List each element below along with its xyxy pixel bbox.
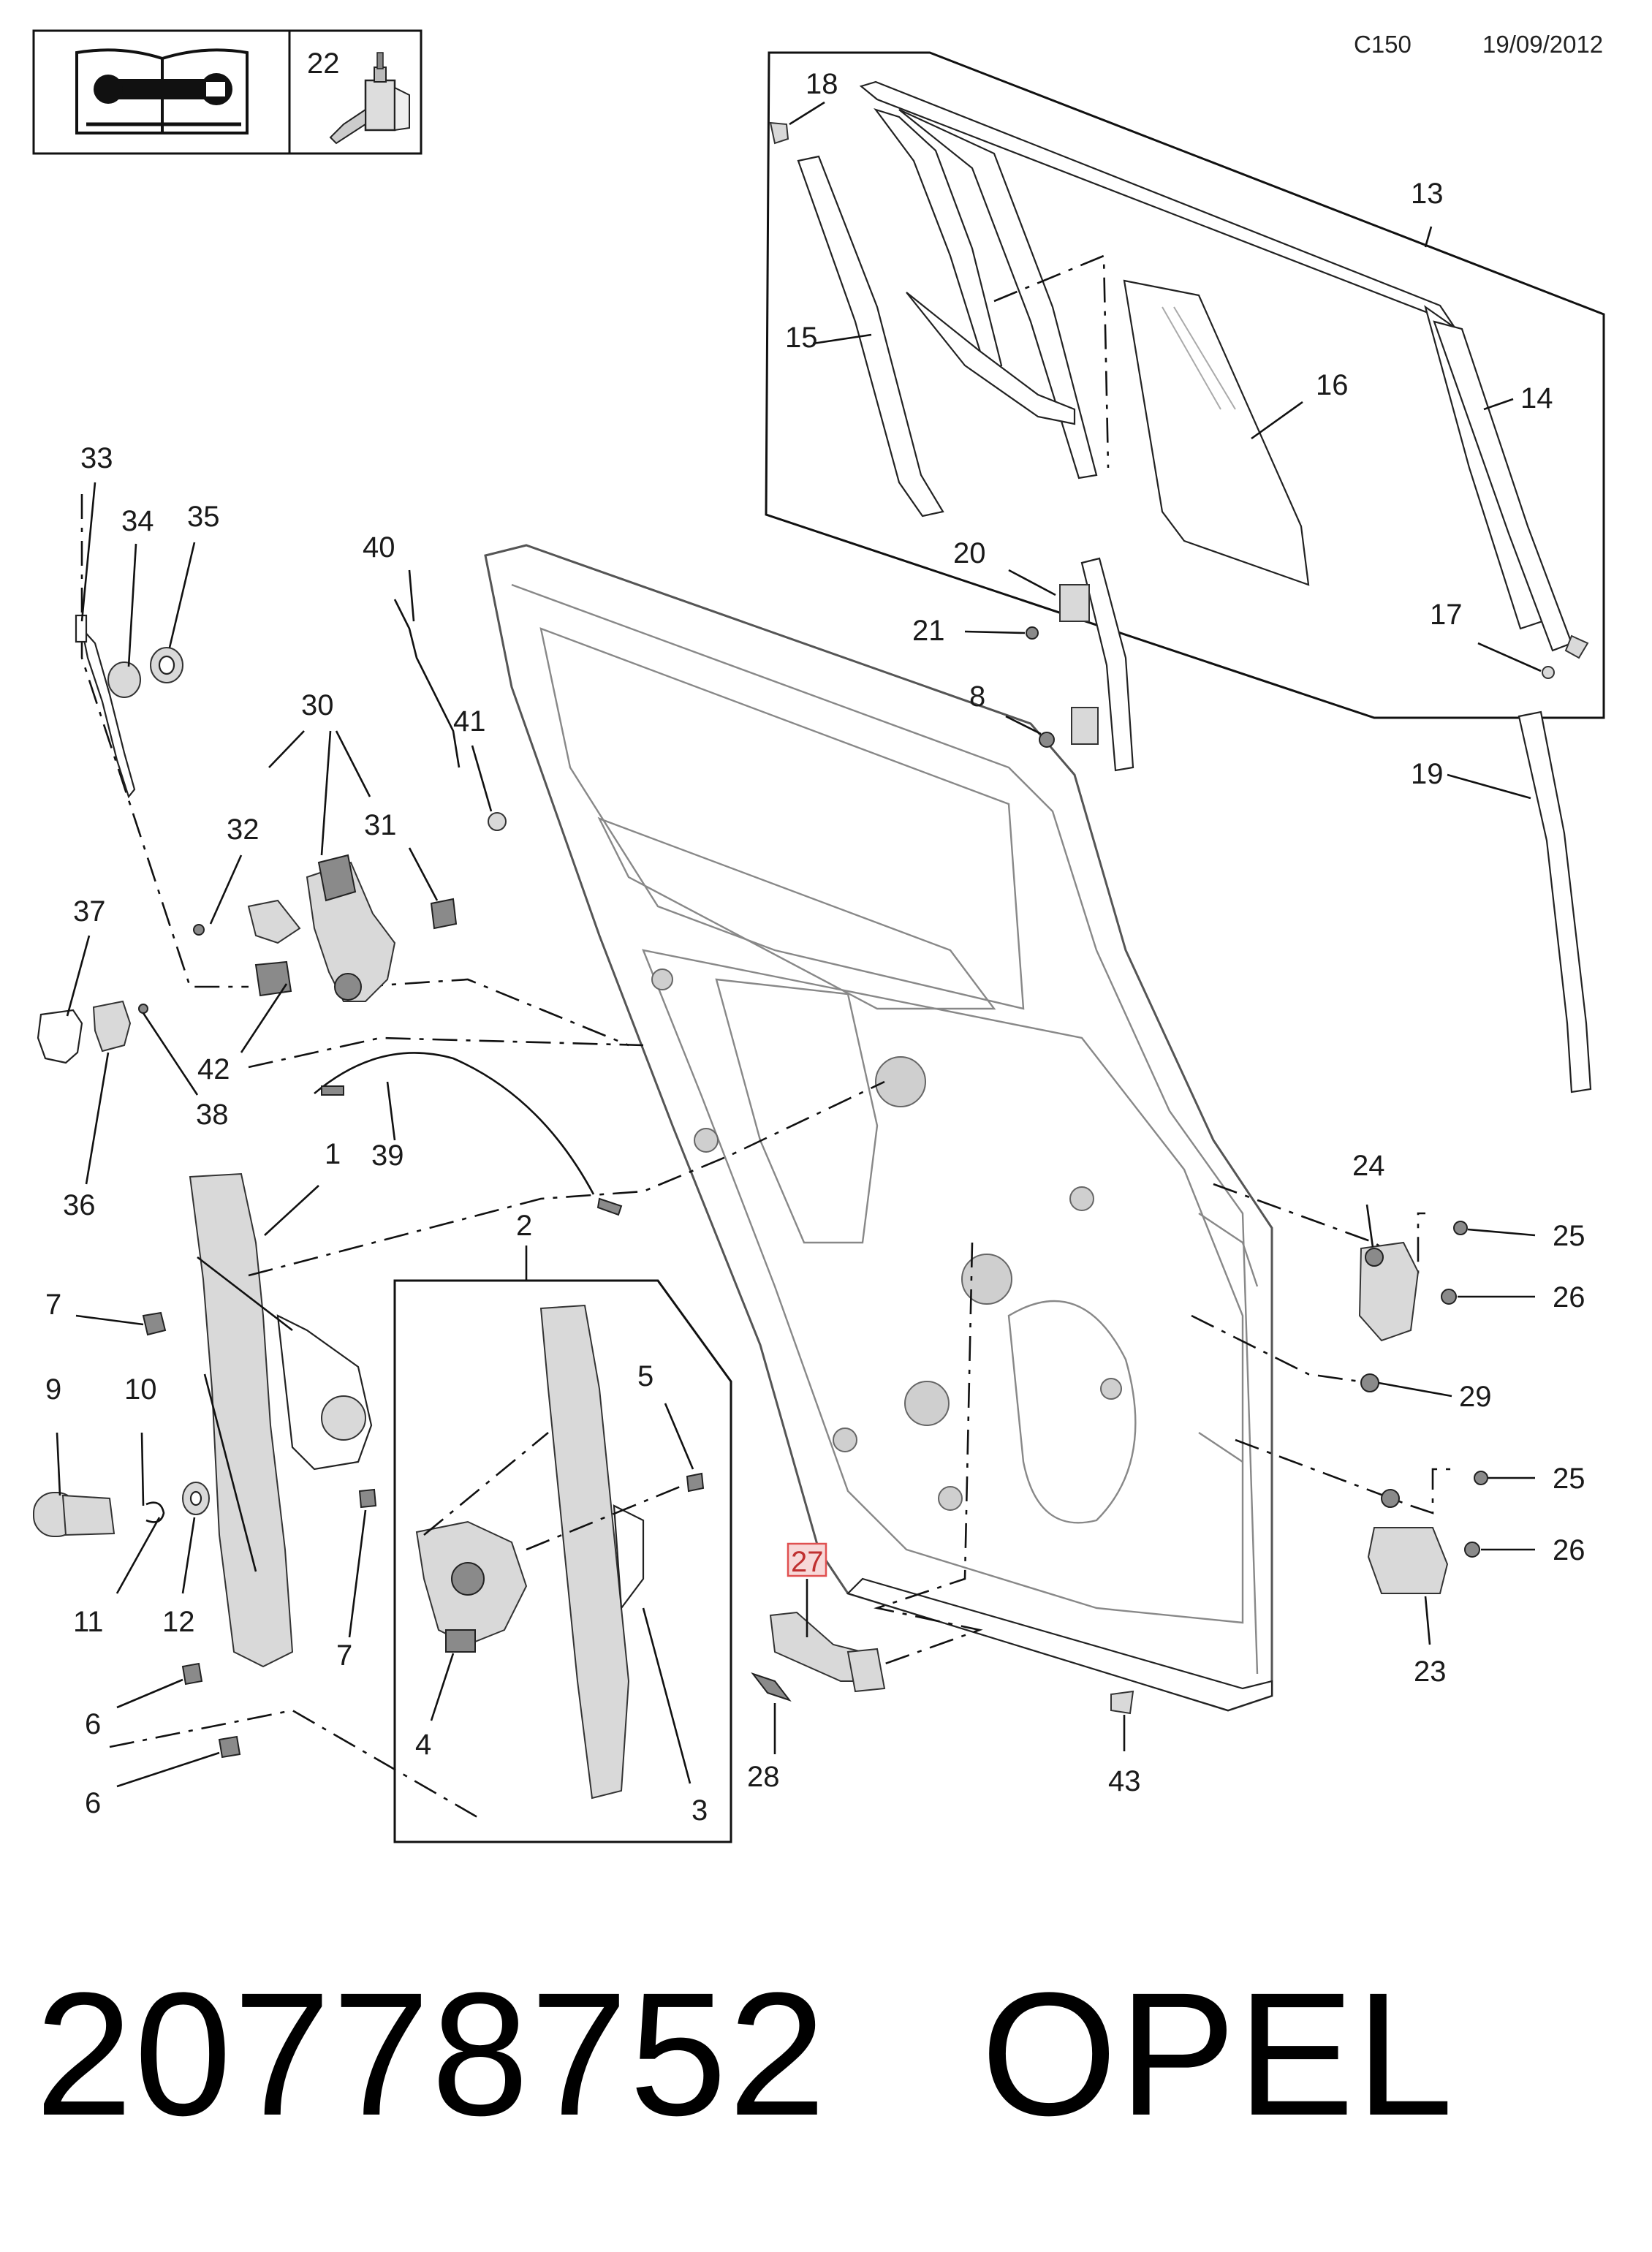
callout-39: 39 — [371, 1140, 404, 1172]
callout-43: 43 — [1108, 1765, 1141, 1797]
door-inner-panel — [484, 544, 1273, 1712]
part-number-footer: 20778752 OPEL — [35, 1944, 1570, 2164]
callout-29: 29 — [1459, 1381, 1492, 1413]
latch-group: 33 34 35 30 32 31 40 41 37 42 38 39 36 — [37, 442, 644, 1221]
callout-23: 23 — [1414, 1656, 1447, 1688]
callout-36: 36 — [63, 1189, 96, 1221]
hinge-group: 24 25 26 29 25 26 23 — [1191, 1150, 1585, 1688]
callout-42: 42 — [197, 1053, 230, 1085]
callout-35: 35 — [187, 501, 220, 533]
callout-6b: 6 — [85, 1787, 101, 1819]
callout-10: 10 — [124, 1373, 157, 1406]
header-icon-box: 22 — [32, 29, 423, 155]
callout-16: 16 — [1316, 369, 1349, 401]
callout-5: 5 — [637, 1360, 653, 1392]
callout-26b: 26 — [1553, 1534, 1585, 1566]
callout-18: 18 — [806, 68, 838, 100]
callout-32: 32 — [227, 814, 259, 846]
callout-38: 38 — [196, 1099, 229, 1131]
callout-22: 22 — [307, 48, 340, 80]
rear-channel-group: 20 21 8 19 — [912, 537, 1592, 1093]
brand-name: OPEL — [980, 1956, 1455, 2152]
callout-27: 27 — [791, 1546, 824, 1578]
callout-12: 12 — [162, 1606, 195, 1638]
window-glass-group: 18 15 13 16 14 17 — [765, 51, 1605, 719]
callout-21: 21 — [912, 615, 945, 647]
sealant-bottle-icon — [329, 52, 410, 145]
power-regulator-box: 2 5 4 3 — [393, 1210, 732, 1843]
window-regulator-group: 1 7 9 10 11 12 7 6 6 — [33, 1080, 885, 1821]
callout-1: 1 — [325, 1138, 341, 1170]
callout-25a: 25 — [1553, 1220, 1585, 1252]
callout-13: 13 — [1411, 178, 1444, 210]
callout-9: 9 — [45, 1373, 61, 1406]
callout-31: 31 — [364, 809, 397, 841]
callout-11: 11 — [73, 1606, 104, 1638]
callout-7b: 7 — [336, 1639, 352, 1672]
callout-14: 14 — [1520, 382, 1553, 414]
callout-7a: 7 — [45, 1289, 61, 1321]
callout-20: 20 — [953, 537, 986, 569]
callout-34: 34 — [121, 505, 154, 537]
callout-41: 41 — [453, 705, 486, 738]
callout-3: 3 — [692, 1794, 708, 1827]
callout-2: 2 — [516, 1210, 532, 1242]
callout-30: 30 — [301, 689, 334, 721]
callout-8: 8 — [969, 680, 985, 713]
callout-27-highlight — [787, 1542, 827, 1577]
callout-25b: 25 — [1553, 1463, 1585, 1495]
callout-4: 4 — [415, 1729, 431, 1761]
door-check-group: 27 28 43 — [747, 1242, 1141, 1797]
part-number: 20778752 — [35, 1956, 827, 2152]
diagram-code: C150 — [1354, 31, 1412, 58]
callout-37: 37 — [73, 895, 106, 928]
callout-24: 24 — [1352, 1150, 1385, 1182]
callout-15: 15 — [785, 322, 818, 354]
workshop-manual-icon — [75, 48, 249, 134]
callout-26a: 26 — [1553, 1281, 1585, 1313]
callout-6a: 6 — [85, 1708, 101, 1740]
callout-40: 40 — [363, 531, 395, 564]
callout-19: 19 — [1411, 758, 1444, 790]
callout-17: 17 — [1430, 599, 1463, 631]
callout-28: 28 — [747, 1761, 780, 1793]
diagram-date: 19/09/2012 — [1482, 31, 1603, 58]
callout-33: 33 — [80, 442, 113, 474]
